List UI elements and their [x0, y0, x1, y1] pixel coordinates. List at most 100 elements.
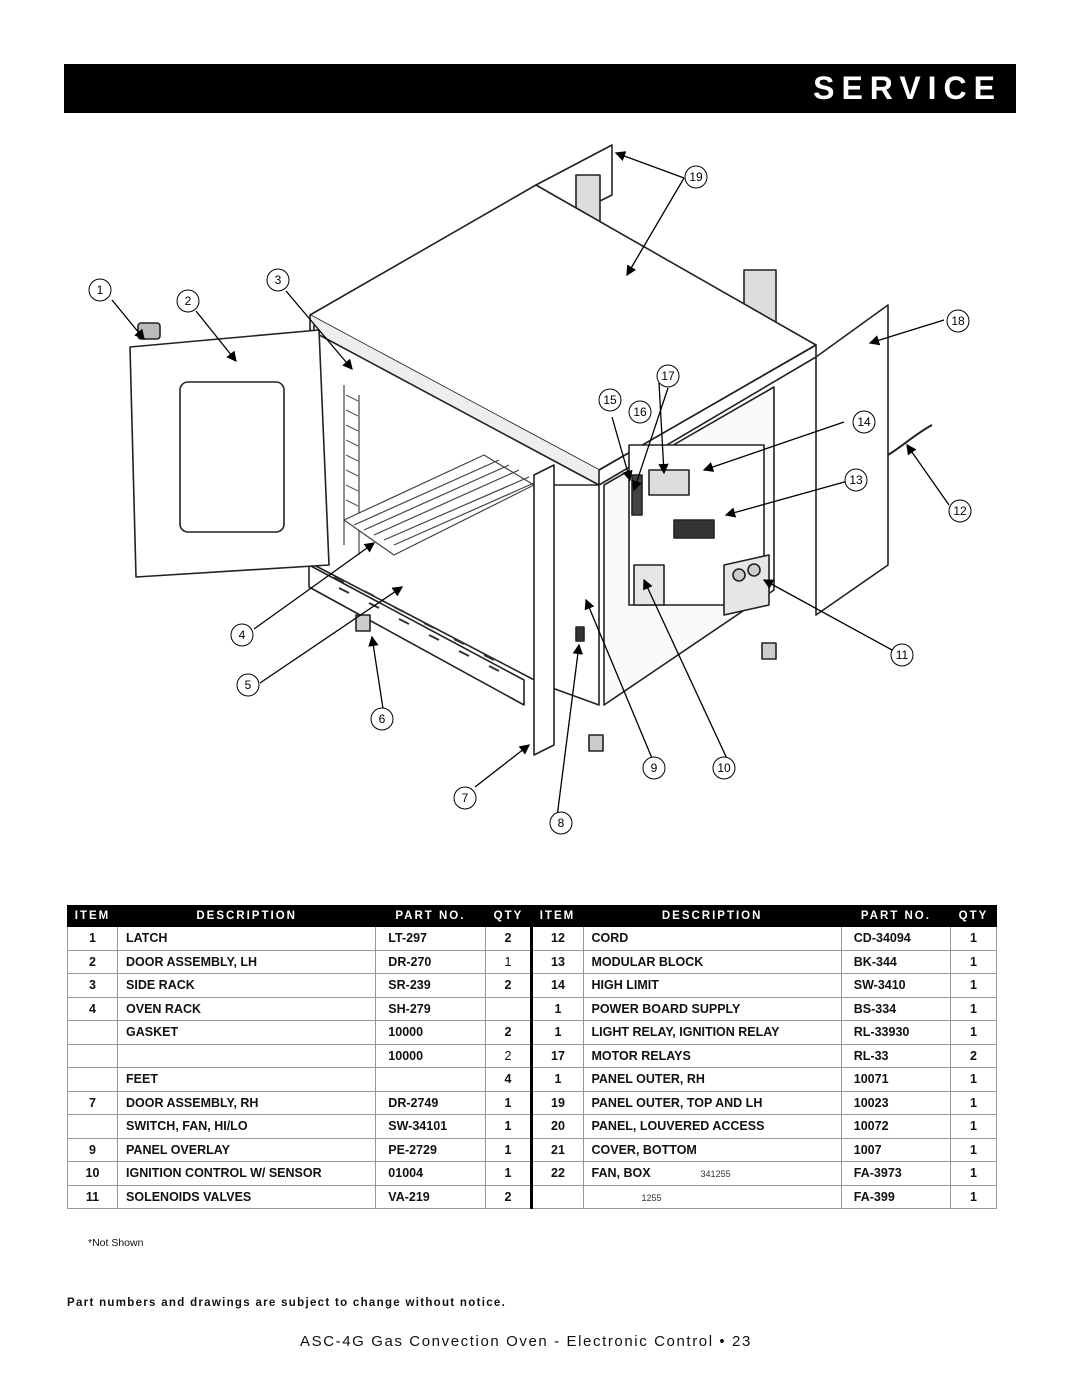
- table-cell-description: MOTOR RELAYS: [582, 1043, 842, 1068]
- table-cell-part-no: DR-2749: [375, 1090, 486, 1115]
- table-cell-description: DOOR ASSEMBLY, RH: [117, 1090, 377, 1115]
- table-cell-item: 13: [530, 949, 584, 974]
- callout-9: 9: [642, 756, 666, 780]
- table-cell-part-no: DR-270: [375, 949, 486, 974]
- callout-16: 16: [628, 400, 652, 424]
- table-cell-qty: 1: [950, 1137, 997, 1162]
- svg-text:10: 10: [717, 761, 731, 775]
- svg-text:13: 13: [849, 473, 863, 487]
- col-item: ITEM: [531, 905, 584, 927]
- svg-text:14: 14: [857, 415, 871, 429]
- table-cell-part-no: 10000: [375, 1020, 486, 1045]
- table-cell-item: [530, 1184, 584, 1209]
- table-cell-item: [66, 1020, 119, 1045]
- table-cell-item: [66, 1067, 119, 1092]
- table-cell-description: CORD: [582, 926, 842, 951]
- table-cell-description: SOLENOIDS VALVES: [117, 1184, 377, 1209]
- table-cell-part-no: 1007: [840, 1137, 952, 1162]
- table-cell-description: PANEL, LOUVERED ACCESS: [582, 1114, 842, 1139]
- table-cell-description: POWER BOARD SUPPLY: [582, 996, 842, 1021]
- sub-code: 1255: [641, 1192, 662, 1203]
- table-cell-item: 20: [530, 1114, 584, 1139]
- table-cell-item: 17: [530, 1043, 584, 1068]
- svg-text:6: 6: [379, 712, 386, 726]
- oven-exploded-diagram: 1 2 3 4 5 6 7 8 9 10 11 12 13 14 15 16 1…: [64, 125, 1016, 845]
- table-cell-qty: 1: [950, 1067, 997, 1092]
- table-cell-item: 1: [66, 926, 119, 951]
- description-text: PANEL, LOUVERED ACCESS: [591, 1119, 765, 1134]
- callout-15: 15: [598, 388, 622, 412]
- section-title: SERVICE: [813, 70, 1002, 106]
- svg-text:1: 1: [97, 283, 104, 297]
- table-cell-item: 1: [530, 1067, 584, 1092]
- svg-text:8: 8: [558, 816, 565, 830]
- table-cell-qty: 2: [484, 1020, 533, 1045]
- table-cell-part-no: BK-344: [840, 949, 952, 974]
- callout-17: 17: [656, 364, 680, 388]
- svg-text:18: 18: [951, 314, 965, 328]
- callout-5: 5: [236, 673, 260, 697]
- table-cell-qty: 1: [950, 1184, 997, 1209]
- table-cell-qty: 1: [950, 926, 997, 951]
- table-cell-description: DOOR ASSEMBLY, LH: [117, 949, 377, 974]
- description-text: HIGH LIMIT: [591, 978, 659, 993]
- table-cell-item: [66, 1043, 119, 1068]
- table-cell-qty: 1: [484, 1090, 533, 1115]
- callout-1: 1: [88, 278, 112, 302]
- sub-code: 341255: [700, 1169, 731, 1180]
- table-cell-part-no: BS-334: [840, 996, 952, 1021]
- table-cell-description: SWITCH, FAN, HI/LO: [117, 1114, 377, 1139]
- col-item: ITEM: [66, 905, 119, 927]
- table-cell-part-no: PE-2729: [375, 1137, 486, 1162]
- table-cell-part-no: 01004: [375, 1161, 486, 1186]
- table-cell-part-no: RL-33: [840, 1043, 952, 1068]
- table-cell-description: LATCH: [117, 926, 377, 951]
- col-qty: QTY: [950, 905, 997, 927]
- svg-text:9: 9: [651, 761, 658, 775]
- callout-2: 2: [176, 289, 200, 313]
- col-part-no: PART NO.: [840, 905, 952, 927]
- description-text: PANEL OUTER, TOP AND LH: [591, 1095, 763, 1110]
- callout-7: 7: [453, 786, 477, 810]
- table-cell-item: 12: [530, 926, 584, 951]
- table-cell-part-no: SW-3410: [840, 973, 952, 998]
- svg-text:17: 17: [661, 369, 675, 383]
- table-cell-description: PANEL OUTER, RH: [582, 1067, 842, 1092]
- table-cell-item: 14: [530, 973, 584, 998]
- table-cell-description: FAN, BOX 341255: [582, 1161, 842, 1186]
- table-cell-qty: 1: [950, 996, 997, 1021]
- table-cell-qty: 2: [484, 973, 533, 998]
- description-text: POWER BOARD SUPPLY: [591, 1001, 741, 1016]
- table-cell-qty: 2: [484, 1184, 533, 1209]
- table-cell-item: 3: [66, 973, 119, 998]
- callout-group: 1 2 3 4 5 6 7 8 9 10 11 12 13 14 15 16 1…: [88, 165, 972, 835]
- svg-text:16: 16: [633, 405, 647, 419]
- parts-table: ITEM DESCRIPTION PART NO. QTY ITEM DESCR…: [66, 905, 997, 1209]
- table-cell-item: 7: [66, 1090, 119, 1115]
- table-cell-description: 1255: [582, 1184, 842, 1209]
- table-cell-description: OVEN RACK: [117, 996, 377, 1021]
- table-cell-item: 2: [66, 949, 119, 974]
- table-cell-part-no: VA-219: [375, 1184, 486, 1209]
- table-cell-description: GASKET: [117, 1020, 377, 1045]
- description-text: PANEL OUTER, RH: [591, 1072, 705, 1087]
- table-cell-qty: 2: [484, 926, 533, 951]
- table-cell-item: 11: [66, 1184, 119, 1209]
- table-cell-part-no: 10071: [840, 1067, 952, 1092]
- table-cell-qty: 1: [950, 1090, 997, 1115]
- oven-drawing: 1 2 3 4 5 6 7 8 9 10 11 12 13 14 15 16 1…: [88, 144, 972, 835]
- callout-10: 10: [712, 756, 736, 780]
- table-cell-qty: 1: [484, 1137, 533, 1162]
- description-text: FAN, BOX: [591, 1166, 651, 1181]
- table-cell-item: 4: [66, 996, 119, 1021]
- svg-text:11: 11: [896, 648, 909, 662]
- callout-12: 12: [948, 499, 972, 523]
- disclaimer: Part numbers and drawings are subject to…: [67, 1297, 507, 1309]
